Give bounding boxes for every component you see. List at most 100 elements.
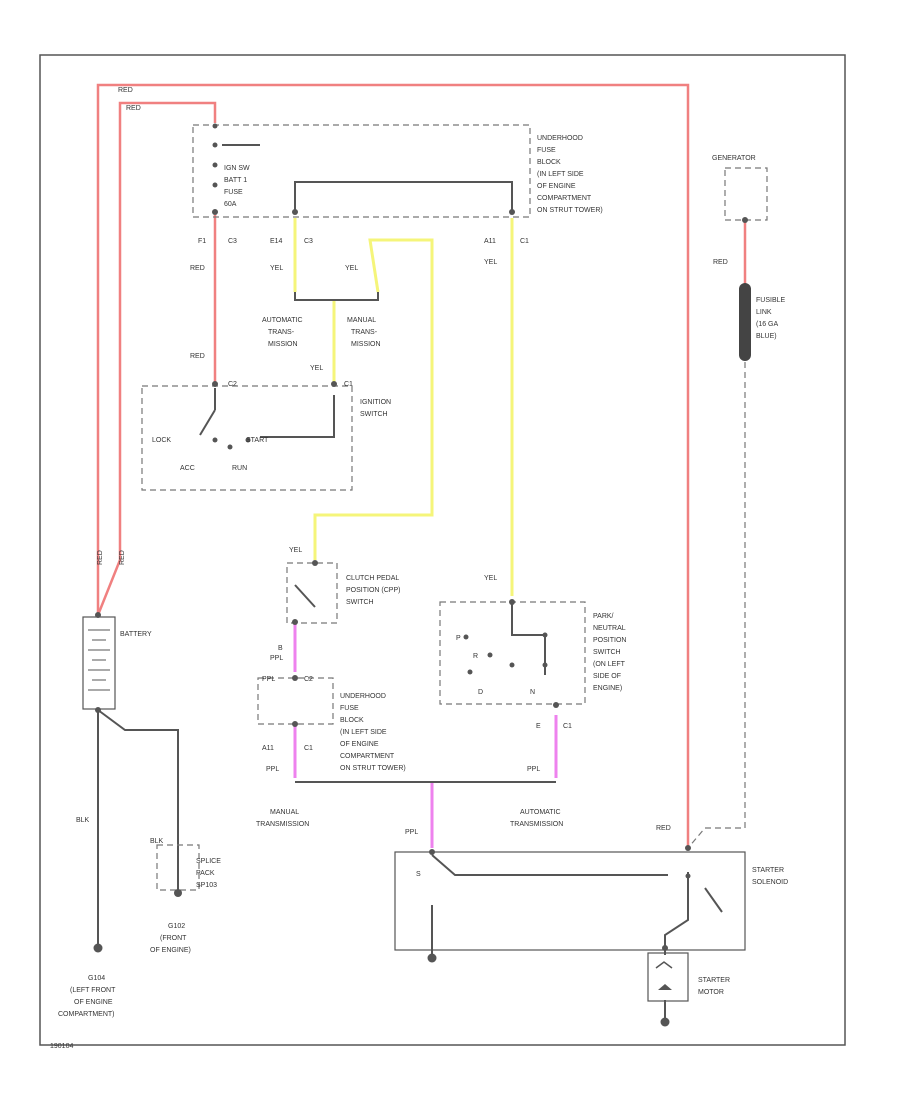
label-man-trans-b2: TRANSMISSION xyxy=(256,821,309,828)
label-pn7: ENGINE) xyxy=(593,685,622,692)
label-p: P xyxy=(456,635,461,642)
label-man-trans-b1: MANUAL xyxy=(270,809,299,816)
label-fuse-top: FUSE xyxy=(537,147,556,154)
label-ppl-sol: PPL xyxy=(405,829,418,836)
label-ppl-1: PPL xyxy=(270,655,283,662)
motor-symbol xyxy=(655,961,673,969)
label-ub2: FUSE xyxy=(340,705,359,712)
label-fusible3: (16 GA xyxy=(756,321,779,328)
trans-bracket xyxy=(294,292,379,301)
label-blk-2: BLK xyxy=(150,838,164,845)
label-c1-pn: C1 xyxy=(563,723,572,730)
label-red-left: RED xyxy=(190,265,205,272)
label-yel-1: YEL xyxy=(270,265,283,272)
clutch-switch-box xyxy=(286,562,338,624)
label-c3-a: C3 xyxy=(228,238,237,245)
label-auto-trans3: MISSION xyxy=(268,341,298,348)
motor-symbol-lower xyxy=(658,984,672,990)
label-red-gen: RED xyxy=(713,259,728,266)
label-ppl-2: PPL xyxy=(262,676,275,683)
label-ppl-3: PPL xyxy=(266,766,279,773)
label-auto-trans2: TRANS- xyxy=(268,329,295,336)
label-red-ign: RED xyxy=(190,353,205,360)
yel-wire-manual xyxy=(313,238,434,560)
label-g102-3: OF ENGINE) xyxy=(150,947,191,954)
label-r: R xyxy=(473,653,478,660)
label-ub6: COMPARTMENT xyxy=(340,753,395,760)
generator-box xyxy=(724,167,768,221)
battery-splice-wire xyxy=(97,709,179,890)
label-g104-3: OF ENGINE xyxy=(74,999,113,1006)
label-n: N xyxy=(530,689,535,696)
label-ds4-top: ON STRUT TOWER) xyxy=(537,207,603,214)
label-ub3: BLOCK xyxy=(340,717,364,724)
label-start: START xyxy=(246,437,269,444)
clutch-switch-arm xyxy=(294,584,316,608)
label-g104-2: (LEFT FRONT xyxy=(70,987,116,994)
label-c1-mid: C1 xyxy=(304,745,313,752)
label-red-bat2: RED xyxy=(119,550,126,565)
label-yel-clutch: YEL xyxy=(289,547,302,554)
label-ub4: (IN LEFT SIDE xyxy=(340,729,387,736)
solenoid-switch-arm xyxy=(704,887,723,913)
label-fusible1: FUSIBLE xyxy=(756,297,786,304)
label-splice1: SPLICE xyxy=(196,858,221,865)
label-ub1: UNDERHOOD xyxy=(340,693,386,700)
label-ds2-top: OF ENGINE xyxy=(537,183,576,190)
connector-pins xyxy=(95,123,748,951)
red-wire-main xyxy=(96,83,690,848)
label-yel-2: YEL xyxy=(345,265,358,272)
label-fuse: FUSE xyxy=(224,189,243,196)
label-g102-2: (FRONT xyxy=(160,935,187,942)
label-man-trans2: TRANS- xyxy=(351,329,378,336)
starter-motor-box xyxy=(647,952,689,1002)
label-fusible4: BLUE) xyxy=(756,333,777,340)
label-clutch2: POSITION (CPP) xyxy=(346,587,400,594)
pn-switch-internal xyxy=(511,604,546,675)
label-c3-b: C3 xyxy=(304,238,313,245)
label-clutch3: SWITCH xyxy=(346,599,374,606)
underhood-fuse-block-mid xyxy=(257,677,334,725)
label-60a: 60A xyxy=(224,201,237,208)
label-pn6: SIDE OF xyxy=(593,673,621,680)
diagram-frame xyxy=(39,54,846,1046)
label-auto-trans-b2: TRANSMISSION xyxy=(510,821,563,828)
starter-solenoid-box xyxy=(394,851,746,951)
label-starter-sol2: SOLENOID xyxy=(752,879,788,886)
label-yel-pn: YEL xyxy=(484,575,497,582)
splice-pack-box xyxy=(156,844,200,891)
label-auto-trans1: AUTOMATIC xyxy=(262,317,303,324)
label-e14: E14 xyxy=(270,238,283,245)
label-ign-sw: IGN SW xyxy=(224,165,250,172)
ignition-switch-box xyxy=(141,385,353,491)
fusible-link-wire xyxy=(687,362,746,849)
label-ign-switch1: IGNITION xyxy=(360,399,391,406)
label-block-top: BLOCK xyxy=(537,159,561,166)
label-ds3-top: COMPARTMENT xyxy=(537,195,592,202)
ignition-switch-arm xyxy=(199,409,216,436)
battery-cells xyxy=(88,629,110,691)
label-underhood-top: UNDERHOOD xyxy=(537,135,583,142)
label-f1: F1 xyxy=(198,238,206,245)
label-pn3: POSITION xyxy=(593,637,626,644)
ignition-switch-start-wire xyxy=(260,395,335,438)
label-man-trans3: MISSION xyxy=(351,341,381,348)
fusible-link xyxy=(739,283,751,361)
solenoid-coil-wire xyxy=(431,854,668,876)
label-c1-ign: C1 xyxy=(344,381,353,388)
label-red-top: RED xyxy=(118,87,133,94)
label-generator: GENERATOR xyxy=(712,155,756,162)
label-s-pin: S xyxy=(416,871,421,878)
label-red-sol: RED xyxy=(656,825,671,832)
label-g104-1: G104 xyxy=(88,975,105,982)
label-clutch1: CLUTCH PEDAL xyxy=(346,575,399,582)
label-starter-motor2: MOTOR xyxy=(698,989,724,996)
fuse-block-bus xyxy=(294,181,513,212)
ground-motor xyxy=(660,1017,670,1027)
label-ub7: ON STRUT TOWER) xyxy=(340,765,406,772)
label-ub5: OF ENGINE xyxy=(340,741,379,748)
label-acc: ACC xyxy=(180,465,195,472)
label-battery: BATTERY xyxy=(120,631,152,638)
ground-g104 xyxy=(93,943,103,953)
